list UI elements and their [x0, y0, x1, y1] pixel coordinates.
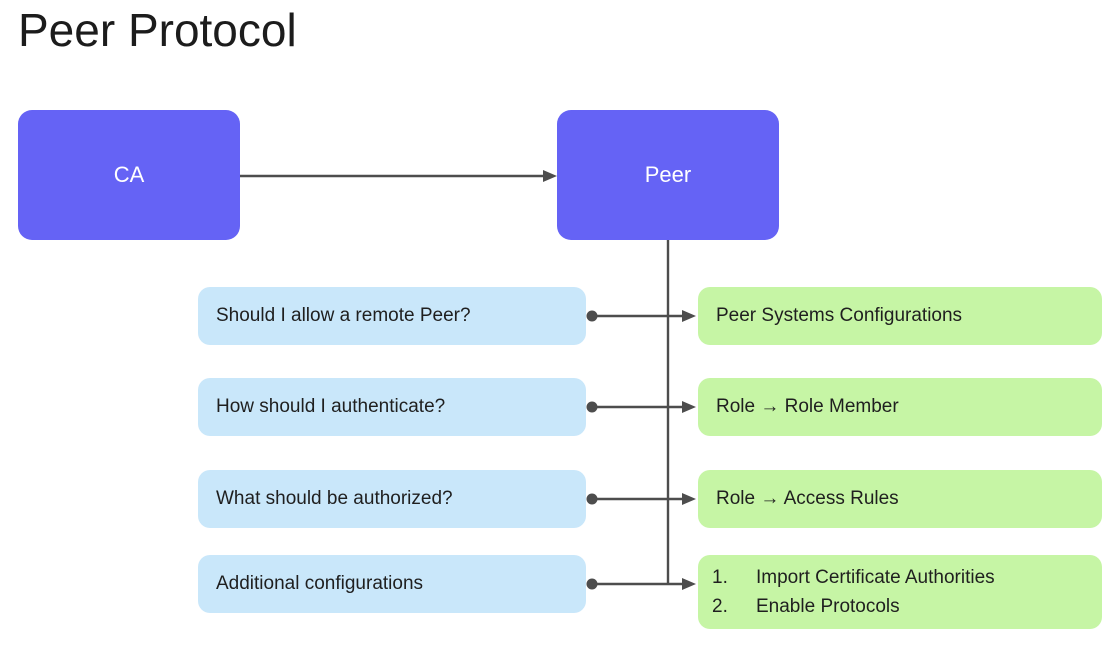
node-ca-label: CA	[113, 162, 145, 187]
answer-box-3-label: Role → Access Rules	[716, 488, 899, 509]
question-box-1[interactable]: Should I allow a remote Peer?	[198, 287, 586, 345]
answer-box-4-list: 1. Import Certificate Authorities 2. Ena…	[712, 563, 995, 621]
answer-box-1[interactable]: Peer Systems Configurations	[698, 287, 1102, 345]
question-box-4[interactable]: Additional configurations	[198, 555, 586, 613]
node-peer[interactable]: Peer	[557, 110, 779, 240]
answer-box-3[interactable]: Role → Access Rules	[698, 470, 1102, 528]
question-box-2[interactable]: How should I authenticate?	[198, 378, 586, 436]
connector-ca-to-peer	[240, 170, 557, 182]
connector-row-1	[586, 310, 696, 322]
question-box-3-label: What should be authorized?	[216, 488, 453, 509]
connector-row-4	[586, 578, 696, 590]
page-title: Peer Protocol	[18, 4, 297, 56]
answer-box-1-label: Peer Systems Configurations	[716, 305, 963, 326]
connector-row-3	[586, 493, 696, 505]
list-item-label: Import Certificate Authorities	[756, 567, 995, 588]
answer-box-2[interactable]: Role → Role Member	[698, 378, 1102, 436]
question-box-4-label: Additional configurations	[216, 573, 424, 594]
answer-box-2-label: Role → Role Member	[716, 396, 899, 417]
question-box-1-label: Should I allow a remote Peer?	[216, 305, 471, 326]
answer-box-4[interactable]: 1. Import Certificate Authorities 2. Ena…	[698, 555, 1102, 629]
question-box-3[interactable]: What should be authorized?	[198, 470, 586, 528]
list-item-number: 2.	[712, 596, 728, 617]
list-item-label: Enable Protocols	[756, 596, 900, 617]
list-item: 1. Import Certificate Authorities	[712, 563, 995, 592]
list-item: 2. Enable Protocols	[712, 592, 995, 621]
node-ca[interactable]: CA	[18, 110, 240, 240]
connector-row-2	[586, 401, 696, 413]
node-peer-label: Peer	[644, 162, 692, 187]
question-box-2-label: How should I authenticate?	[216, 396, 446, 417]
list-item-number: 1.	[712, 567, 728, 588]
